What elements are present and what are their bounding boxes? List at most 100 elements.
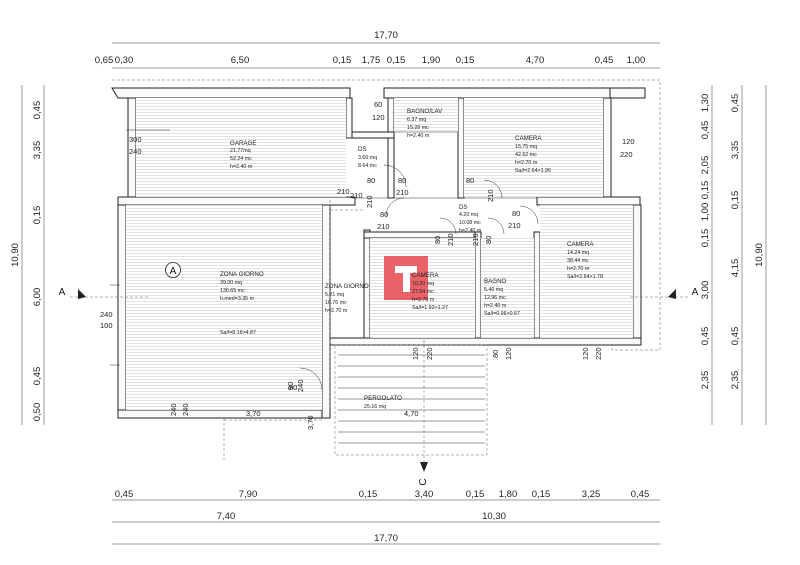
- dim-bottom: 3,25: [582, 489, 601, 500]
- dim-bottom-mid: 7,40: [217, 511, 236, 522]
- opening-label: 210: [508, 221, 521, 230]
- room-name: CAMERA: [412, 272, 439, 279]
- dim-top: 6,50: [231, 55, 250, 66]
- room-name: BAGNO/LAV: [407, 108, 443, 115]
- room-camera-right: CAMERA 14.24 mq 38.44 mc h=2.70 m Sa/l=2…: [567, 241, 603, 280]
- dim-bottom: 1,80: [499, 489, 518, 500]
- opening-label: 240: [169, 403, 178, 416]
- opening-label: 210: [486, 189, 495, 202]
- room-volume: 130.65 mc: [220, 288, 245, 294]
- room-volume: 8.64 mc: [358, 163, 377, 169]
- room-area: 39.00 mq: [220, 280, 242, 286]
- dim-right-inner: 0,45: [700, 121, 711, 140]
- door-swings: [299, 164, 539, 391]
- room-name: CAMERA: [515, 135, 542, 142]
- building: [110, 79, 661, 419]
- room-height: h.med=3.35 m: [220, 296, 255, 302]
- dim-top: 1,00: [627, 55, 646, 66]
- dim-left: 0,45: [32, 101, 43, 120]
- section-marker-circle-icon: [165, 262, 181, 278]
- opening-label: 80: [512, 209, 520, 218]
- dim-top: 0,15: [387, 55, 406, 66]
- room-camera-small: CAMERA 10.20 mq 27.54 mc h=2.70 m Sa/l=1…: [412, 272, 448, 311]
- opening-label: 60: [374, 100, 382, 109]
- opening-label: 3,70: [246, 409, 261, 418]
- opening-label: 100: [100, 321, 113, 330]
- room-zona-giorno-2: ZONA GIORNO 5.21 mq 16.76 mc h=2.70 m: [325, 283, 369, 314]
- top-total-dimension: 17,70: [374, 30, 398, 41]
- opening-labels: 300 240 60 120 120 220 80 210 80 210 80 …: [100, 100, 635, 430]
- opening-label: 220: [620, 150, 633, 159]
- opening-label: 120: [581, 347, 590, 360]
- dim-right-outer: 0,45: [730, 94, 741, 113]
- room-volume: 52.24 mc: [230, 156, 252, 162]
- opening-label: 210: [446, 233, 455, 246]
- right-total-dimension: 10,90: [754, 243, 765, 267]
- opening-label: 120: [411, 347, 420, 360]
- logo-icon: [384, 256, 428, 300]
- section-label-a-circle: A: [170, 266, 177, 277]
- dim-left: 0,45: [32, 367, 43, 386]
- section-label-c: C: [418, 478, 429, 485]
- room-ratio: Sa/l=0.96>0.67: [484, 311, 520, 317]
- dim-top: 4,70: [526, 55, 545, 66]
- dim-right-inner: 1,30: [700, 94, 711, 113]
- opening-label: 120: [504, 347, 513, 360]
- room-name: ZONA GIORNO: [220, 271, 264, 278]
- room-name: PERGOLATO: [364, 395, 402, 402]
- room-name: GARAGE: [230, 140, 256, 147]
- opening-label: 240: [296, 379, 305, 392]
- dim-bottom: 0,15: [532, 489, 551, 500]
- opening-label: 220: [594, 347, 603, 360]
- opening-label: 80: [466, 176, 474, 185]
- room-area: 10.20 mq: [412, 281, 434, 287]
- section-arrow-icon: [78, 289, 86, 299]
- dim-right-inner: 2,35: [700, 371, 711, 390]
- dim-top: 0,65: [95, 55, 114, 66]
- room-area: 3.60 mq: [358, 155, 377, 161]
- dim-top: 0,30: [115, 55, 134, 66]
- room-area: 5.40 mq: [484, 287, 503, 293]
- room-name: DS: [459, 204, 468, 211]
- dim-bottom: 3,40: [415, 489, 434, 500]
- opening-label: 300: [129, 135, 142, 144]
- dim-top: 1,90: [422, 55, 441, 66]
- room-area: 21.77mq: [230, 148, 251, 154]
- section-arrow-icon: [668, 289, 676, 299]
- room-height: h=2.70 m: [325, 308, 348, 314]
- room-volume: 16.76 mc: [325, 300, 347, 306]
- opening-label: 80: [484, 236, 493, 244]
- opening-label: 4,70: [404, 409, 419, 418]
- dim-right-outer: 2,35: [730, 371, 741, 390]
- room-area: 4.20 mq: [459, 212, 478, 218]
- room-name: ZONA GIORNO: [325, 283, 369, 290]
- dim-top: 0,15: [456, 55, 475, 66]
- dim-right-outer: 4,15: [730, 259, 741, 278]
- room-ratio: Sa/l=2.64>1.96: [515, 168, 551, 174]
- room-name: CAMERA: [567, 241, 594, 248]
- dim-right-outer: 3,35: [730, 141, 741, 160]
- opening-label: 210: [350, 191, 363, 200]
- opening-label: 220: [425, 347, 434, 360]
- opening-label: 3,70: [306, 415, 315, 430]
- opening-label: 210: [471, 233, 480, 246]
- dim-left: 0,15: [32, 206, 43, 225]
- opening-label: 240: [129, 147, 142, 156]
- opening-label: 120: [372, 113, 385, 122]
- room-volume: 12.96 mc: [484, 295, 506, 301]
- dim-left: 6,00: [32, 288, 43, 307]
- room-ds-top: DS 3.60 mq 8.64 mc: [358, 146, 377, 169]
- section-arrow-icon: [420, 462, 428, 472]
- bottom-total-dimension: 17,70: [374, 533, 398, 544]
- opening-label: 80: [433, 236, 442, 244]
- section-label-a-right: A: [692, 287, 699, 298]
- pergolato: [223, 344, 488, 460]
- room-volume: 15.28 mc: [407, 125, 429, 131]
- room-area: 25.16 mq: [364, 404, 386, 410]
- dim-right-inner: 1,00: [700, 203, 711, 222]
- dim-bottom-mid: 10,30: [482, 511, 506, 522]
- dim-top: 1,75: [362, 55, 381, 66]
- opening-label: 240: [100, 310, 113, 319]
- right-dimensions: 1,30 0,45 2,05 0,15 1,00 0,15 3,00 0,45 …: [700, 85, 767, 425]
